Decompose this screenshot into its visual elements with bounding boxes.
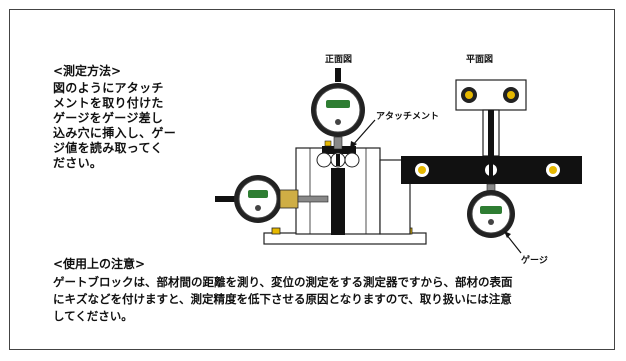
usage-caution-heading: <使用上の注意> (53, 257, 146, 271)
measurement-method-heading: <測定方法> (53, 64, 122, 78)
usage-caution-text: ゲートブロックは、部材間の距離を測り、変位の測定をする測定器ですから、部材の表面… (53, 275, 513, 323)
front-view-label: 正面図 (325, 55, 353, 65)
front-view-drawing (215, 68, 427, 245)
measurement-method-text: 図のようにアタッチ メントを取り付けた ゲージをゲージ差し 込み穴に挿入し、ゲー… (53, 81, 177, 170)
plan-view-label: 平面図 (466, 55, 494, 65)
plan-view-drawing (401, 79, 582, 254)
gauge-label: ゲージ (521, 256, 548, 266)
attachment-label: アタッチメント (376, 112, 440, 122)
